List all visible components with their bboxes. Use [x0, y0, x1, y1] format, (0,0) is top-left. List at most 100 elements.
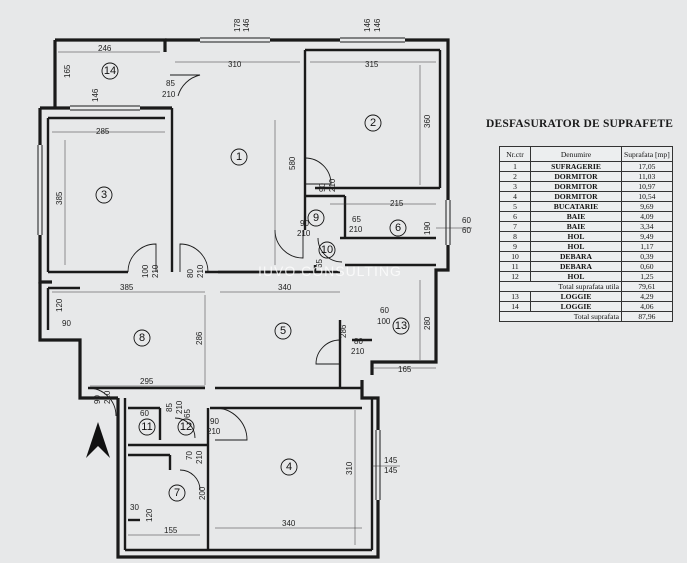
- col-header-name: Denumire: [530, 146, 622, 162]
- dim-label: 210: [207, 427, 221, 436]
- dim-label: 100: [377, 317, 391, 326]
- row-number: 9: [499, 241, 531, 252]
- room-number: 12: [180, 421, 192, 433]
- row-number: 5: [499, 201, 531, 212]
- room-name: BAIE: [530, 221, 622, 232]
- room-number: 2: [370, 117, 376, 129]
- room-area: 3,34: [621, 221, 673, 232]
- dim-label: 210: [349, 225, 363, 234]
- dim-label: 146: [91, 88, 100, 102]
- room-name: DEBARA: [530, 261, 622, 272]
- room-number: 6: [395, 222, 401, 234]
- room-number: 3: [101, 189, 107, 201]
- dim-label: 146: [373, 18, 382, 32]
- dim-label: 85: [165, 403, 174, 412]
- room-area: 4,06: [621, 301, 673, 312]
- dim-label: 90: [62, 319, 71, 328]
- dim-label: 280: [423, 316, 432, 330]
- row-number: 11: [499, 261, 531, 272]
- room-area: 0,39: [621, 251, 673, 262]
- dim-label: 90: [93, 395, 102, 404]
- room-number: 4: [286, 461, 292, 473]
- total-area: 79,61: [621, 281, 673, 292]
- dim-label: 90: [300, 219, 309, 228]
- room-area: 1,25: [621, 271, 673, 282]
- dim-label: 90: [318, 183, 327, 192]
- room-name: HOL: [530, 271, 622, 282]
- room-area: 1,17: [621, 241, 673, 252]
- dim-label: 80: [354, 337, 363, 346]
- dim-label: 165: [63, 64, 72, 78]
- dim-label: 295: [140, 377, 154, 386]
- row-number: 4: [499, 191, 531, 202]
- room-name: DEBARA: [530, 251, 622, 262]
- total-label: Total suprafata: [499, 311, 622, 322]
- dim-label: 85: [166, 79, 175, 88]
- room-area: 9,49: [621, 231, 673, 242]
- room-name: LOGGIE: [530, 301, 622, 312]
- room-name: BUCATARIE: [530, 201, 622, 212]
- dim-label: 340: [282, 519, 296, 528]
- room-area: 0,60: [621, 261, 673, 272]
- table-title: DESFASURATOR DE SUPRAFETE: [486, 118, 674, 130]
- dim-label: 60: [462, 226, 471, 235]
- room-name: DORMITOR: [530, 191, 622, 202]
- room-name: HOL: [530, 231, 622, 242]
- dim-label: 215: [390, 199, 404, 208]
- dim-label: 580: [288, 156, 297, 170]
- room-number: 10: [321, 244, 333, 256]
- room-name: LOGGIE: [530, 291, 622, 302]
- dim-label: 90: [210, 417, 219, 426]
- room-area: 11,03: [621, 171, 673, 182]
- north-arrow-icon: [86, 422, 110, 458]
- dimension-lines: [52, 51, 472, 545]
- room-name: BAIE: [530, 211, 622, 222]
- room-number: 5: [280, 325, 286, 337]
- dim-label: 120: [145, 508, 154, 522]
- room-name: DORMITOR: [530, 181, 622, 192]
- dim-label: 360: [423, 114, 432, 128]
- room-number: 14: [104, 65, 116, 77]
- row-number: 13: [499, 291, 531, 302]
- dim-label: 146: [242, 18, 251, 32]
- dim-label: 210: [328, 178, 337, 192]
- room-area: 4,29: [621, 291, 673, 302]
- dim-label: 178: [233, 18, 242, 32]
- room-number: 1: [236, 151, 242, 163]
- dim-label: 165: [398, 365, 412, 374]
- room-name: DORMITOR: [530, 171, 622, 182]
- dim-label: 210: [103, 390, 112, 404]
- dim-label: 310: [228, 60, 242, 69]
- dim-label: 310: [345, 461, 354, 475]
- row-number: 1: [499, 161, 531, 172]
- row-number: 3: [499, 181, 531, 192]
- room-area: 9,69: [621, 201, 673, 212]
- dim-label: 210: [351, 347, 365, 356]
- dim-label: 246: [98, 44, 112, 53]
- table-header-row: Nr.ctr Denumire Suprafata [mp]: [499, 146, 673, 162]
- dim-label: 155: [164, 526, 178, 535]
- dim-label: 145: [384, 456, 398, 465]
- dim-label: 65: [183, 409, 192, 418]
- dim-label: 200: [198, 486, 207, 500]
- room-area: 10,54: [621, 191, 673, 202]
- room-name: HOL: [530, 241, 622, 252]
- room-area: 10,97: [621, 181, 673, 192]
- dim-label: 286: [195, 331, 204, 345]
- dim-label: 210: [162, 90, 176, 99]
- room-number: 11: [141, 421, 152, 433]
- dim-label: 210: [151, 264, 160, 278]
- row-number: 7: [499, 221, 531, 232]
- dim-label: 210: [196, 264, 205, 278]
- room-number: 8: [139, 332, 145, 344]
- dimension-labels: 246 165 178 146 146 146 310 315 85 210 1…: [55, 18, 471, 535]
